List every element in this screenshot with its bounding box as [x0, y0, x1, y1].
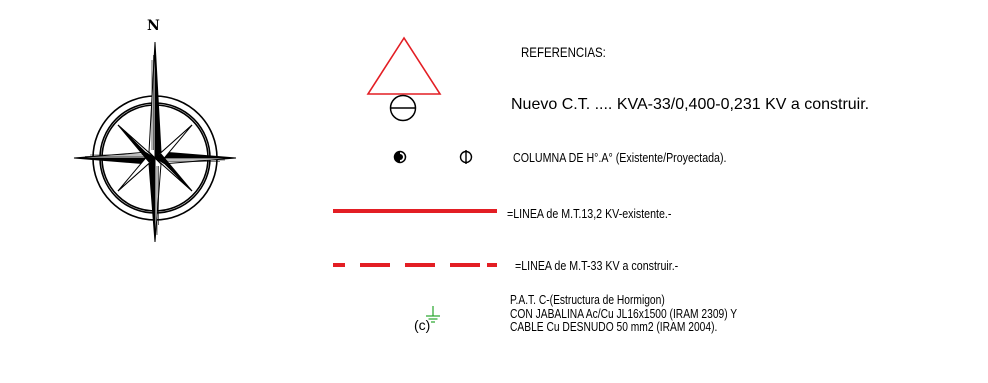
legend-item-mt-new-text: =LINEA de M.T-33 KV a construir.- [515, 258, 679, 273]
ground-symbol-label: (c) [414, 317, 431, 333]
pat-line-2: CON JABALINA Ac/Cu JL16x1500 (IRAM 2309)… [510, 306, 738, 321]
compass-hatching [85, 55, 225, 235]
pat-line-1: P.A.T. C-(Estructura de Hormigon) [510, 293, 665, 307]
transformer-circle-icon [389, 94, 417, 122]
legend-item-pat-text: P.A.T. C-(Estructura de Hormigon) CON JA… [510, 293, 738, 335]
north-label: N [147, 18, 160, 34]
column-projected-icon [459, 150, 473, 164]
pat-line-3: CABLE Cu DESNUDO 50 mm2 (IRAM 2004). [510, 320, 718, 334]
column-existing-icon [393, 150, 407, 164]
legend-item-mt-existing-text: =LINEA de M.T.13,2 KV-existente.- [507, 206, 672, 221]
legend-title: REFERENCIAS: [521, 44, 606, 60]
legend-item-ct-text: Nuevo C.T. .... KVA-33/0,400-0,231 KV a … [511, 96, 870, 113]
legend-item-column-text: COLUMNA DE H°.A° (Existente/Proyectada). [513, 150, 727, 165]
